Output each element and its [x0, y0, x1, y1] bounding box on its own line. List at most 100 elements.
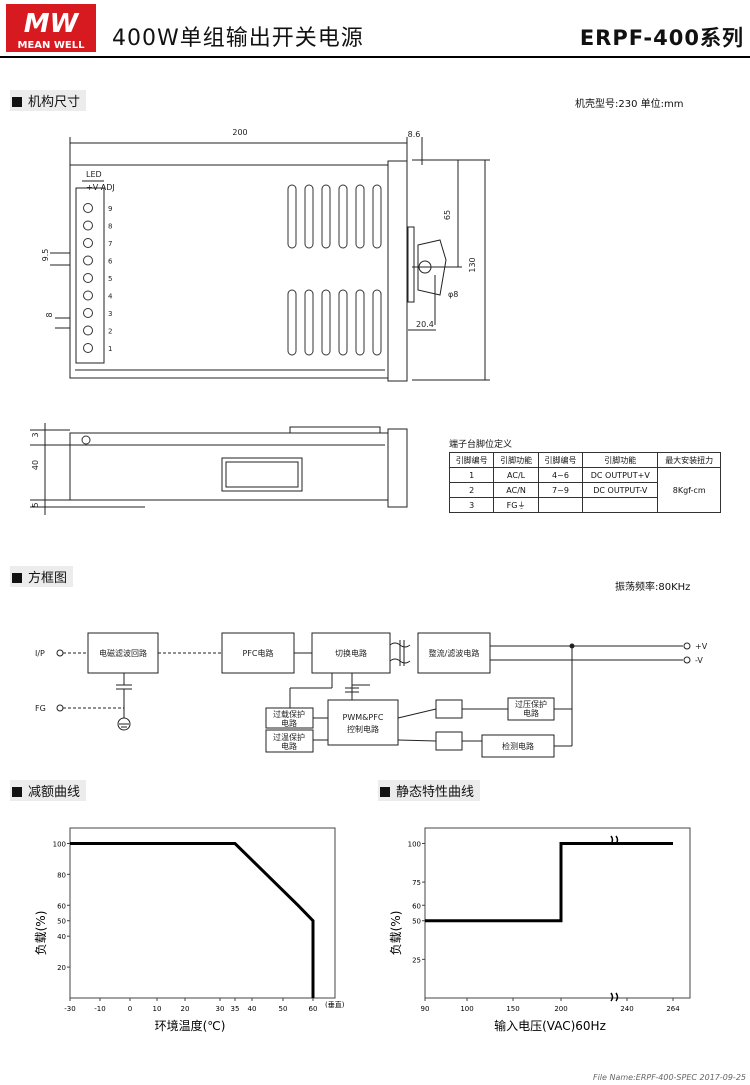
- x-tick-label: 40: [248, 1005, 257, 1013]
- y-tick-label: 100: [408, 840, 421, 848]
- bullet-icon: [380, 787, 390, 797]
- pin-number: 5: [108, 275, 112, 283]
- y-tick-label: 40: [57, 933, 66, 941]
- adj-label: +V ADJ: [86, 183, 115, 192]
- pwm-block: PWM&PFC: [343, 713, 384, 722]
- x-tick-label: 50: [279, 1005, 288, 1013]
- bullet-icon: [12, 97, 22, 107]
- terminal-screw-icon: [83, 325, 93, 336]
- x-axis-label: 环境温度(℃): [155, 1018, 226, 1033]
- table-header-cell: 引脚功能: [493, 452, 539, 468]
- logo-brand: MEAN WELL: [18, 40, 86, 51]
- dim-width: 200: [232, 128, 247, 137]
- table-row: 1 AC/L 4~6 DC OUTPUT+V 8Kgf-cm: [448, 467, 721, 513]
- dim-8: 8: [45, 312, 54, 317]
- pin-number: 2: [108, 328, 112, 336]
- y-tick-label: 50: [412, 918, 421, 926]
- ip-label: I/P: [35, 649, 45, 658]
- x-tick-label: 30: [216, 1005, 225, 1013]
- x-tick-label: 10: [153, 1005, 162, 1013]
- y-tick-label: 50: [57, 918, 66, 926]
- torque-cell: 8Kgf-cm: [657, 467, 721, 513]
- terminal-screw-icon: [83, 290, 93, 301]
- switch-block: 切换电路: [335, 648, 367, 658]
- dim-40: 40: [31, 460, 40, 470]
- x-axis-label: 输入电压(VAC)60Hz: [494, 1018, 606, 1033]
- dim-height: 130: [468, 257, 477, 272]
- dim-3: 3: [31, 432, 40, 437]
- bullet-icon: [12, 573, 22, 583]
- plot-frame: [424, 827, 691, 999]
- x-tick-label: 90: [421, 1005, 430, 1013]
- pwm-block-2: 控制电路: [347, 724, 379, 734]
- series-line: [425, 842, 673, 923]
- header: MW MEAN WELL 400W单组输出开关电源 ERPF-400系列: [0, 0, 750, 58]
- mean-well-logo: MW MEAN WELL: [6, 4, 96, 52]
- x-tick-label: 240: [620, 1005, 633, 1013]
- out-pos: +V: [695, 642, 708, 651]
- olp-block-2: 电路: [281, 718, 297, 728]
- table-cell: FG⏚: [493, 497, 539, 513]
- pin-number: 9: [108, 205, 112, 213]
- olp-block: 过载保护: [273, 709, 305, 719]
- table-cell: 4~6: [537, 467, 584, 483]
- dim-tab: 8.6: [408, 130, 421, 139]
- y-tick-label: 75: [412, 879, 421, 887]
- led-label: LED: [86, 170, 102, 179]
- out-neg: -V: [695, 656, 703, 665]
- table-row: 3 FG⏚: [448, 497, 721, 513]
- x-tick-label: 200: [554, 1005, 567, 1013]
- pin-number: 7: [108, 240, 112, 248]
- pin-number: 8: [108, 223, 112, 231]
- bullet-icon: [12, 787, 22, 797]
- terminal-screw-icon: [83, 273, 93, 283]
- oscillation-frequency: 振荡频率:80KHz: [615, 582, 691, 593]
- pfc-block: PFC电路: [242, 648, 273, 658]
- y-tick-label: 60: [412, 902, 421, 910]
- x-tick-label: 264: [666, 1005, 680, 1013]
- terminal-screw-icon: [83, 238, 93, 248]
- y-tick-label: 20: [57, 964, 66, 972]
- section-derating: 减额曲线: [10, 780, 87, 801]
- y-tick-label: 25: [412, 956, 421, 964]
- table-cell: [582, 497, 659, 513]
- terminal-screw-icon: [83, 220, 93, 231]
- dim-20-4: 20.4: [416, 320, 434, 329]
- block-diagram: I/P FG 电磁滤波回路 PFC电路 切换电路 整流/滤波电路 PWM&PFC…: [35, 632, 708, 758]
- axis-break-icon: [610, 835, 619, 845]
- pin-number: 1: [108, 345, 112, 353]
- pin-number: 3: [108, 310, 112, 318]
- table-header-cell: 引脚功能: [582, 452, 659, 468]
- y-tick-label: 80: [57, 871, 66, 879]
- pin-table: 引脚编号 引脚功能 引脚编号 引脚功能 最大安装扭力 1 AC/L 4~6 DC…: [448, 452, 721, 513]
- series-title: ERPF-400系列: [579, 26, 744, 50]
- emi-block: 电磁滤波回路: [99, 648, 147, 658]
- otp-block: 过温保护: [273, 732, 305, 742]
- product-title: 400W单组输出开关电源: [112, 26, 364, 51]
- table-cell: DC OUTPUT-V: [582, 482, 659, 498]
- y-tick-label: 60: [57, 902, 66, 910]
- section-static: 静态特性曲线: [378, 780, 481, 801]
- x-tick-label: 60: [309, 1005, 318, 1013]
- terminal-screw-icon: [83, 308, 93, 318]
- pin-number: 6: [108, 258, 113, 266]
- terminal-screw-icon: [83, 255, 93, 266]
- table-cell: 1: [448, 467, 495, 483]
- table-cell: AC/N: [493, 482, 539, 498]
- section-block-diagram: 方框图: [10, 566, 74, 587]
- case-info: 机壳型号:230 单位:mm: [575, 99, 684, 110]
- axis-break-icon: [610, 992, 619, 1002]
- plot-frame: [69, 827, 336, 999]
- table-cell: 3: [448, 497, 495, 513]
- x-unit-label: (垂直): [325, 1000, 345, 1009]
- ovp-block-2: 电路: [523, 708, 539, 718]
- detect-block: 检测电路: [502, 741, 534, 751]
- terminal-screw-icon: [83, 203, 93, 213]
- x-tick-label: -10: [94, 1005, 105, 1013]
- terminal-screw-icon: [83, 343, 93, 353]
- otp-block-2: 电路: [281, 741, 297, 751]
- dim-9-5: 9.5: [41, 249, 50, 262]
- table-cell: DC OUTPUT+V: [582, 467, 659, 483]
- table-header-cell: 最大安装扭力: [657, 452, 721, 468]
